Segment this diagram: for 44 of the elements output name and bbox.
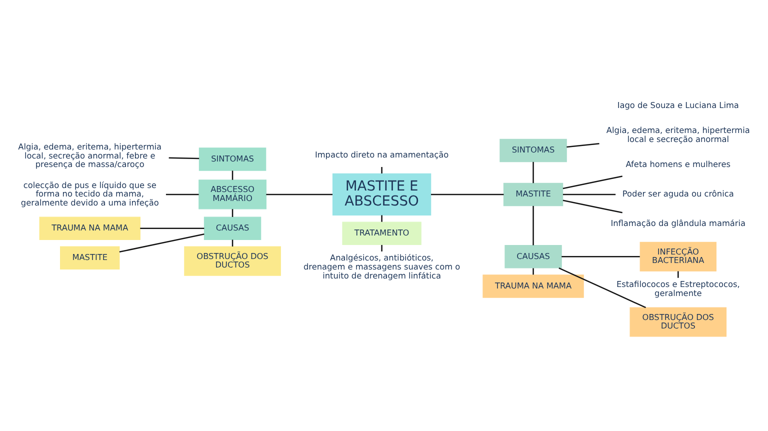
connector [119, 234, 204, 252]
node-box: CAUSAS [204, 216, 262, 240]
connector [562, 194, 616, 196]
label: Iago de Souza e Luciana Lima [617, 100, 739, 110]
node-box: CAUSAS [504, 245, 562, 268]
node-box: SINTOMAS [198, 148, 266, 171]
node-box: MASTITE E ABSCESSO [332, 173, 432, 216]
connector [562, 256, 640, 258]
connector [381, 244, 382, 252]
connector [558, 267, 646, 308]
connector [232, 170, 234, 180]
node-box: OBSTRUÇÃO DOS DUCTOS [184, 246, 281, 276]
node-box: ABSCESSO MAMÁRIO [198, 180, 266, 210]
node-text: Estafilococos e Estreptococos, geralmente [616, 279, 740, 298]
node-box: TRAUMA NA MAMA [39, 216, 140, 240]
node-box: TRAUMA NA MAMA [482, 274, 584, 298]
connector [266, 194, 332, 196]
connector [562, 200, 622, 214]
node-text: colecção de pus e líquido que se forma no tecido da mama, geralmente devido a uma infeção [20, 180, 159, 208]
node-box: TRATAMENTO [342, 222, 422, 246]
connector [532, 206, 534, 246]
node-text: Poder ser aguda ou crônica [622, 188, 734, 199]
connector [678, 271, 679, 278]
connector [532, 268, 534, 275]
node-text: Algia, edema, eritema, hipertermia local e secreção anormal [606, 125, 750, 144]
node-box: MASTITE [503, 182, 564, 206]
node-box: INFECÇÃO BACTERIANA [640, 242, 716, 272]
node-box: OBSTRUÇÃO DOS DUCTOS [630, 307, 727, 337]
connector [381, 166, 382, 174]
node-box: MASTITE [60, 246, 120, 270]
connector [381, 215, 382, 222]
node-text: Afeta homens e mulheres [626, 159, 731, 170]
node-text: Algia, edema, eritema, hipertermia local, secreção anormal, febre e presença de massa/caroço [18, 141, 162, 170]
connector [532, 162, 534, 184]
node-text: Inflamação da glândula mamária [610, 218, 746, 228]
connector [566, 142, 600, 148]
node-text: Impacto direto na amamentação [314, 150, 449, 160]
node-box: SINTOMAS [500, 138, 567, 162]
connector [431, 194, 504, 196]
node-text: Analgésicos, antibióticos, drenagem e massagens suaves com o intuito de drenagem linfática [303, 252, 460, 280]
connector [140, 228, 204, 230]
connector [562, 176, 622, 190]
connector [166, 194, 199, 196]
connector [168, 157, 200, 160]
